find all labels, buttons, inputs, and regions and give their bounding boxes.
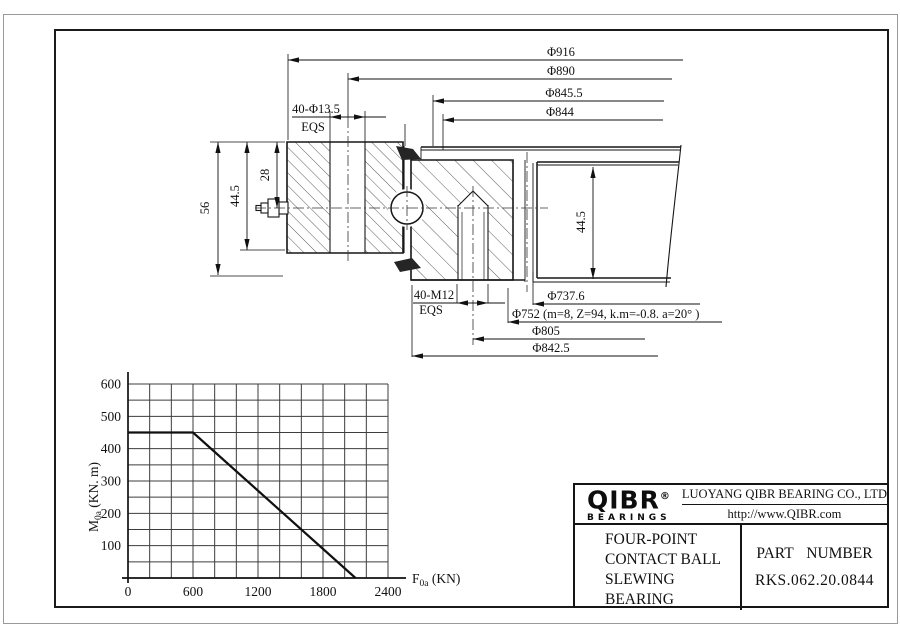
dimension-arrows bbox=[215, 57, 596, 359]
company-website: http://www.QIBR.com bbox=[727, 506, 842, 521]
chart-y-tick-label: 200 bbox=[101, 506, 122, 521]
part-number-value: RKS.062.20.0844 bbox=[754, 572, 875, 590]
extension-lines bbox=[210, 54, 534, 357]
brand-subtitle: BEARINGS bbox=[587, 513, 671, 524]
chart-y-tick-label: 500 bbox=[101, 409, 122, 424]
title-block: QIBR® BEARINGS LUOYANG QIBR BEARING CO.,… bbox=[573, 483, 889, 611]
static-load-chart: 100 200 300 400 500 600 0 600 1200 1800 2400 F0a (K… bbox=[86, 372, 460, 599]
product-line-2: CONTACT BALL bbox=[605, 551, 722, 569]
drawing-border-frame bbox=[54, 29, 889, 608]
dim-outer-ring-id: Φ842.5 bbox=[532, 341, 569, 355]
break-line bbox=[665, 144, 682, 288]
part-number-label: PART NUMBER bbox=[756, 545, 873, 563]
title-block-body: FOUR-POINT CONTACT BALL SLEWING BEARING … bbox=[575, 525, 887, 611]
chart-curve bbox=[128, 431, 357, 579]
seals bbox=[394, 146, 421, 272]
tap-hole-count-label: 40-M12 bbox=[414, 288, 454, 302]
dim-bore-diameter: Φ737.6 bbox=[547, 289, 584, 303]
chart-y-tick-label: 100 bbox=[101, 538, 122, 553]
top-seal bbox=[396, 146, 421, 160]
bottom-seal bbox=[394, 258, 421, 272]
inner-ring-section bbox=[286, 141, 404, 254]
chart-x-tick-label: 1200 bbox=[245, 584, 272, 599]
chart-x-tick-label: 600 bbox=[183, 584, 204, 599]
dim-bolt-circle-inner: Φ805 bbox=[532, 324, 560, 338]
chart-x-tick-label: 1800 bbox=[310, 584, 337, 599]
dim-inner-ring-od: Φ844 bbox=[546, 105, 575, 119]
dim-bolt-circle-outer: Φ890 bbox=[547, 64, 575, 78]
dim-gear-data: Φ752 (m=8, Z=94, k.m=-0.8. a=20° ) bbox=[512, 307, 699, 321]
chart-y-tick-label: 400 bbox=[101, 441, 122, 456]
dim-nipple-height: 28 bbox=[258, 169, 272, 182]
product-line-1: FOUR-POINT bbox=[605, 531, 698, 549]
outer-ring-section bbox=[410, 159, 514, 281]
chart-y-tick-label: 600 bbox=[101, 377, 122, 392]
bolt-hole-eqs-label: EQS bbox=[301, 120, 325, 134]
centerlines bbox=[255, 117, 548, 345]
bolt-hole-count-label: 40-Φ13.5 bbox=[292, 102, 340, 116]
dim-outer-diameter: Φ916 bbox=[547, 45, 575, 59]
dim-total-height: 56 bbox=[198, 202, 212, 215]
dim-inner-ring-height: 44.5 bbox=[228, 185, 242, 207]
chart-x-tick-label: 0 bbox=[125, 584, 132, 599]
company-logo: QIBR® BEARINGS bbox=[575, 485, 682, 523]
dim-seal-diameter: Φ845.5 bbox=[545, 86, 582, 100]
part-number-cell: PART NUMBER RKS.062.20.0844 bbox=[742, 525, 887, 610]
dimension-lines bbox=[217, 59, 722, 357]
chart-x-axis-label: F0a (KN) bbox=[412, 571, 460, 589]
chart-y-axis-label: M0a (KN. m) bbox=[86, 462, 104, 532]
chart-y-tick-label: 300 bbox=[101, 474, 122, 489]
chart-x-tick-label: 2400 bbox=[375, 584, 402, 599]
company-info: LUOYANG QIBR BEARING CO., LTD http://www… bbox=[681, 485, 887, 523]
product-type: FOUR-POINT CONTACT BALL SLEWING BEARING bbox=[575, 525, 742, 611]
dimension-labels: Φ916 Φ890 Φ845.5 Φ844 40-Φ13.5 EQS 56 44… bbox=[198, 45, 699, 355]
registered-mark-icon: ® bbox=[659, 491, 671, 502]
title-block-header: QIBR® BEARINGS LUOYANG QIBR BEARING CO.,… bbox=[575, 485, 887, 526]
product-line-3: SLEWING BEARING bbox=[605, 571, 675, 609]
brand-wordmark: QIBR® bbox=[587, 485, 682, 512]
paper-edge bbox=[3, 14, 898, 624]
brand-text: QIBR bbox=[587, 485, 660, 515]
dim-outer-ring-height: 44.5 bbox=[574, 211, 588, 233]
tap-hole-eqs-label: EQS bbox=[419, 303, 443, 317]
ring-side-view bbox=[411, 144, 682, 288]
company-name: LUOYANG QIBR BEARING CO., LTD bbox=[681, 485, 887, 505]
